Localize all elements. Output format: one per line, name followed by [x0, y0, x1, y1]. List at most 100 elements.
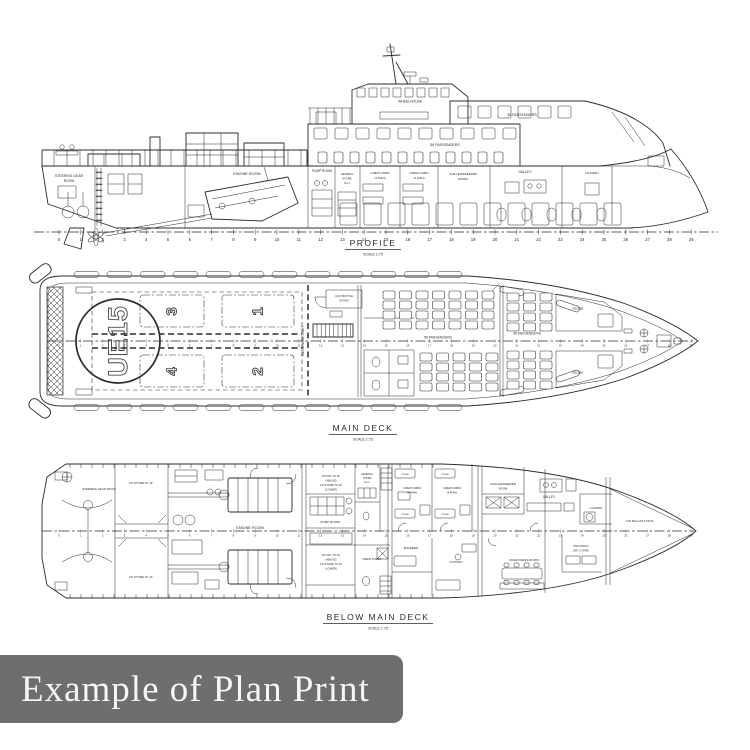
svg-text:5: 5	[167, 237, 170, 242]
svg-text:29: 29	[690, 534, 694, 538]
svg-text:23: 23	[559, 344, 563, 348]
svg-text:16: 16	[405, 237, 410, 242]
svg-text:4: 4	[145, 237, 148, 242]
label-crew-cabin-a1: CREW CABIN	[370, 171, 389, 175]
label-bd-gs2: STORE	[363, 477, 372, 480]
svg-text:2: 2	[102, 534, 104, 538]
svg-text:6: 6	[189, 344, 191, 348]
aft-deck-fittings	[55, 132, 285, 167]
label-bd-chiller2: ROOM	[499, 487, 508, 491]
svg-text:28: 28	[667, 237, 672, 242]
bow-windlass	[623, 328, 682, 354]
label-chiller1: CHILLER/FREEZER	[449, 172, 477, 176]
svg-text:20: 20	[493, 237, 498, 242]
svg-text:10: 10	[275, 534, 279, 538]
main-engine-stbd	[168, 549, 297, 595]
svg-text:2: 2	[102, 344, 104, 348]
svg-text:8: 8	[232, 237, 235, 242]
svg-text:23: 23	[558, 237, 563, 242]
svg-text:24: 24	[580, 237, 585, 242]
label-bunk: 2 BUNK	[441, 474, 449, 476]
label-crew-cabin-1b: (4 MAN)	[407, 491, 417, 495]
maindeck-scale: SCALE 1:75	[353, 438, 373, 442]
label-bunk: 2 BUNK	[441, 514, 449, 516]
cabin-walls	[431, 464, 473, 531]
svg-text:16: 16	[406, 534, 410, 538]
store-room-bottom	[555, 350, 623, 389]
label-fo-store-2s: FO STORE TK 2S	[320, 562, 342, 566]
label-bd-pump: PUMP ROOM	[320, 520, 340, 524]
svg-text:9: 9	[254, 344, 256, 348]
crew-bunks-profile	[362, 183, 424, 205]
laundry-plan	[579, 493, 612, 525]
svg-text:1: 1	[80, 534, 82, 538]
label-lower-s: (LOWER)	[325, 567, 337, 571]
profile-scale: SCALE 1:75	[363, 253, 383, 257]
frames-top	[69, 464, 434, 468]
hold-panel-3	[139, 294, 205, 328]
label-crew-cabin-a2: (4 MAN)	[374, 176, 385, 180]
door-arcs	[397, 522, 539, 547]
label-fo-store-2p: FO STORE TK 2P	[320, 483, 342, 487]
svg-text:27: 27	[645, 237, 650, 242]
label-crew-cabin-b2: (4 MAN)	[413, 176, 424, 180]
svg-text:8: 8	[233, 344, 235, 348]
laundry-machine	[584, 182, 600, 196]
svg-text:20: 20	[493, 344, 497, 348]
svg-text:27: 27	[646, 534, 650, 538]
steering-gear-detail	[57, 168, 103, 226]
label-bunk: 2 BUNK	[401, 514, 409, 516]
provision-store	[561, 535, 602, 573]
svg-text:6: 6	[189, 237, 192, 242]
svg-text:20: 20	[493, 534, 497, 538]
svg-text:6: 6	[189, 534, 191, 538]
maindeck-hull-outer	[39, 275, 699, 407]
galley-plan	[526, 478, 577, 512]
hull-frames	[339, 202, 622, 226]
label-bunk: 2 BUNK	[401, 474, 409, 476]
label-chiller2: ROOM	[458, 177, 468, 181]
svg-text:13: 13	[340, 237, 345, 242]
label-engine-room: ENGINE ROOM	[233, 172, 260, 176]
gs-shelf	[357, 487, 377, 499]
svg-text:17: 17	[428, 344, 432, 348]
profile-bulwark	[41, 149, 308, 167]
side-fenders-top	[73, 271, 463, 278]
label-store-top: STORE	[573, 307, 584, 311]
svg-text:24: 24	[581, 534, 585, 538]
label-fo-store-1p: FO STORE TK 1P	[129, 481, 153, 485]
propeller	[87, 227, 105, 247]
label-bd-gs1: GENERAL	[361, 473, 374, 476]
label-fo-store-1s: FO STORE TK 1S	[129, 575, 153, 579]
svg-text:29: 29	[690, 344, 694, 348]
svg-text:26: 26	[623, 237, 628, 242]
label-crew-cabin-2b: (4 MAN)	[447, 491, 457, 495]
svg-text:3: 3	[123, 237, 126, 242]
label-bd-chiller1: CHILLER/FREEZER	[490, 482, 516, 486]
captain-bed	[435, 579, 461, 591]
gs-walls	[355, 465, 390, 546]
wc-toilet	[362, 511, 370, 521]
belowdeck-title: BELOW MAIN DECK	[327, 612, 430, 622]
svg-text:21: 21	[514, 237, 519, 242]
svg-text:22: 22	[537, 534, 541, 538]
label-crew-toilet: CREW TOILET	[362, 557, 381, 561]
hold-panel-4	[139, 354, 205, 388]
svg-text:15: 15	[384, 237, 389, 242]
store-shelves	[337, 191, 357, 217]
seats-aft-bottom	[419, 352, 499, 392]
label-engineer: ENGINEER	[404, 546, 419, 550]
svg-text:24: 24	[581, 344, 585, 348]
hold-number-2: 2	[250, 366, 267, 375]
svg-text:9: 9	[254, 534, 256, 538]
mast	[382, 43, 429, 85]
propeller-shaft	[103, 213, 213, 237]
svg-text:13: 13	[341, 534, 345, 538]
foredeck-winch	[647, 155, 665, 167]
main-engine-port	[168, 467, 297, 513]
hold-number-4: 4	[164, 366, 181, 375]
